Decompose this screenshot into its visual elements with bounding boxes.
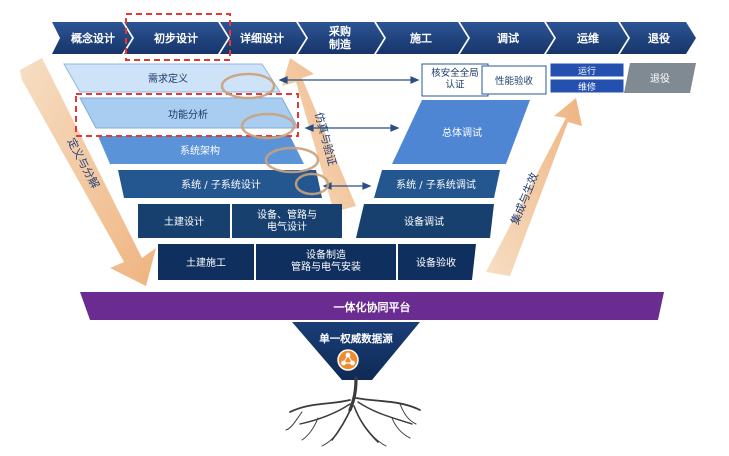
connector-requirements-head-left xyxy=(278,76,288,84)
block-operation[interactable] xyxy=(549,62,625,78)
block-maintenance-label: 维修 xyxy=(578,81,596,93)
block-nuclear-safety[interactable] xyxy=(421,63,489,97)
block-subsystem-design[interactable] xyxy=(118,170,322,198)
connector-architecture-head-left xyxy=(304,124,314,132)
block-equipment-commissioning-label: 设备调试 xyxy=(404,215,444,228)
block-performance-acceptance-label: 性能验收 xyxy=(495,75,534,87)
loop-curve-2 xyxy=(240,112,296,140)
phase-label-procurement: 采购制造 xyxy=(328,24,352,51)
block-civil-design[interactable] xyxy=(138,204,230,238)
root-5 xyxy=(355,397,421,411)
phase-label-commissioning: 调试 xyxy=(497,31,519,45)
block-performance-acceptance[interactable] xyxy=(481,65,547,95)
block-overall-commissioning[interactable] xyxy=(392,100,530,164)
phase-label-construction: 施工 xyxy=(410,31,432,45)
arrow-simulate-verify xyxy=(282,58,356,212)
phase-chevron-retirement[interactable] xyxy=(620,22,696,54)
root-8 xyxy=(301,417,319,441)
block-function-analysis-label: 功能分析 xyxy=(168,108,208,121)
phase-chevron-construction[interactable] xyxy=(376,22,468,54)
platform-label: 一体化协同平台 xyxy=(334,300,411,314)
network-link-left xyxy=(342,354,349,364)
roots-illustration xyxy=(285,376,421,447)
connector-subsystem-head-right xyxy=(362,182,372,190)
phase-label-operation: 运维 xyxy=(577,31,599,45)
block-overall-commissioning-label: 总体调试 xyxy=(442,126,482,139)
phase-chevron-concept[interactable] xyxy=(52,22,132,54)
phase-chevron-commissioning[interactable] xyxy=(460,22,554,54)
arrow-integrate-generate xyxy=(486,98,582,276)
block-manufacturing-install-label: 设备制造管路与电气安装 xyxy=(291,248,361,273)
phase-chevron-preliminary[interactable] xyxy=(124,22,228,54)
block-system-architecture-label: 系统架构 xyxy=(180,144,220,157)
root-4 xyxy=(353,405,379,443)
highlight-preliminary-design xyxy=(125,13,231,61)
block-nuclear-safety-label: 核安全全局认证 xyxy=(431,67,479,90)
root-12 xyxy=(365,427,387,447)
loop-curve-4 xyxy=(294,172,330,196)
block-equipment-commissioning[interactable] xyxy=(356,204,494,238)
phase-chevron-procurement[interactable] xyxy=(298,22,384,54)
block-requirements-label: 需求定义 xyxy=(148,72,188,85)
block-equipment-design-label: 设备、管路与电气设计 xyxy=(257,208,317,233)
root-1 xyxy=(289,399,351,413)
loop-curve-1 xyxy=(220,72,276,100)
network-icon xyxy=(341,352,355,366)
root-11 xyxy=(321,427,341,447)
block-system-architecture[interactable] xyxy=(98,136,304,164)
data-source-label: 单一权威数据源 xyxy=(319,332,393,345)
block-operation-label: 运行 xyxy=(578,65,596,77)
block-civil-construction-label: 土建施工 xyxy=(186,256,226,269)
root-7 xyxy=(285,411,303,431)
block-civil-design-label: 土建设计 xyxy=(164,215,204,228)
block-subsystem-commissioning-label: 系统 / 子系统调试 xyxy=(396,178,476,191)
root-10 xyxy=(391,417,411,439)
connector-requirements-head-right xyxy=(410,76,420,84)
loop-curves xyxy=(220,72,330,196)
phase-label-detailed: 详细设计 xyxy=(240,31,284,45)
phase-label-concept: 概念设计 xyxy=(71,31,115,45)
phase-chevron-detailed[interactable] xyxy=(220,22,306,54)
block-manufacturing-install[interactable] xyxy=(256,244,396,280)
root-9 xyxy=(399,403,417,425)
block-retirement-label: 退役 xyxy=(650,72,670,85)
loop-curve-3 xyxy=(264,146,320,174)
block-maintenance[interactable] xyxy=(549,78,625,94)
phase-label-preliminary: 初步设计 xyxy=(154,31,198,45)
phase-bar: 概念设计 初步设计 详细设计 采购制造 施工 调试 运维 退役 xyxy=(52,22,696,54)
block-requirements[interactable] xyxy=(63,63,281,93)
block-equipment-acceptance[interactable] xyxy=(398,244,476,280)
block-subsystem-commissioning[interactable] xyxy=(374,170,500,198)
block-equipment-design[interactable] xyxy=(232,204,342,238)
connector-architecture-head-right xyxy=(390,124,400,132)
phase-chevron-operation[interactable] xyxy=(546,22,628,54)
platform-bar xyxy=(80,292,664,320)
root-2 xyxy=(299,403,351,425)
data-source-funnel xyxy=(292,322,420,380)
block-equipment-acceptance-label: 设备验收 xyxy=(416,256,456,269)
phase-label-retirement: 退役 xyxy=(648,31,670,45)
network-link-right xyxy=(347,354,354,364)
root-6 xyxy=(357,401,413,425)
block-civil-construction[interactable] xyxy=(158,244,254,280)
block-subsystem-design-label: 系统 / 子系统设计 xyxy=(181,178,261,191)
root-trunk xyxy=(348,376,358,412)
block-retirement[interactable] xyxy=(624,63,696,93)
arrow-define-decompose xyxy=(20,58,156,286)
highlight-function-analysis xyxy=(75,93,299,137)
root-3 xyxy=(331,405,353,441)
